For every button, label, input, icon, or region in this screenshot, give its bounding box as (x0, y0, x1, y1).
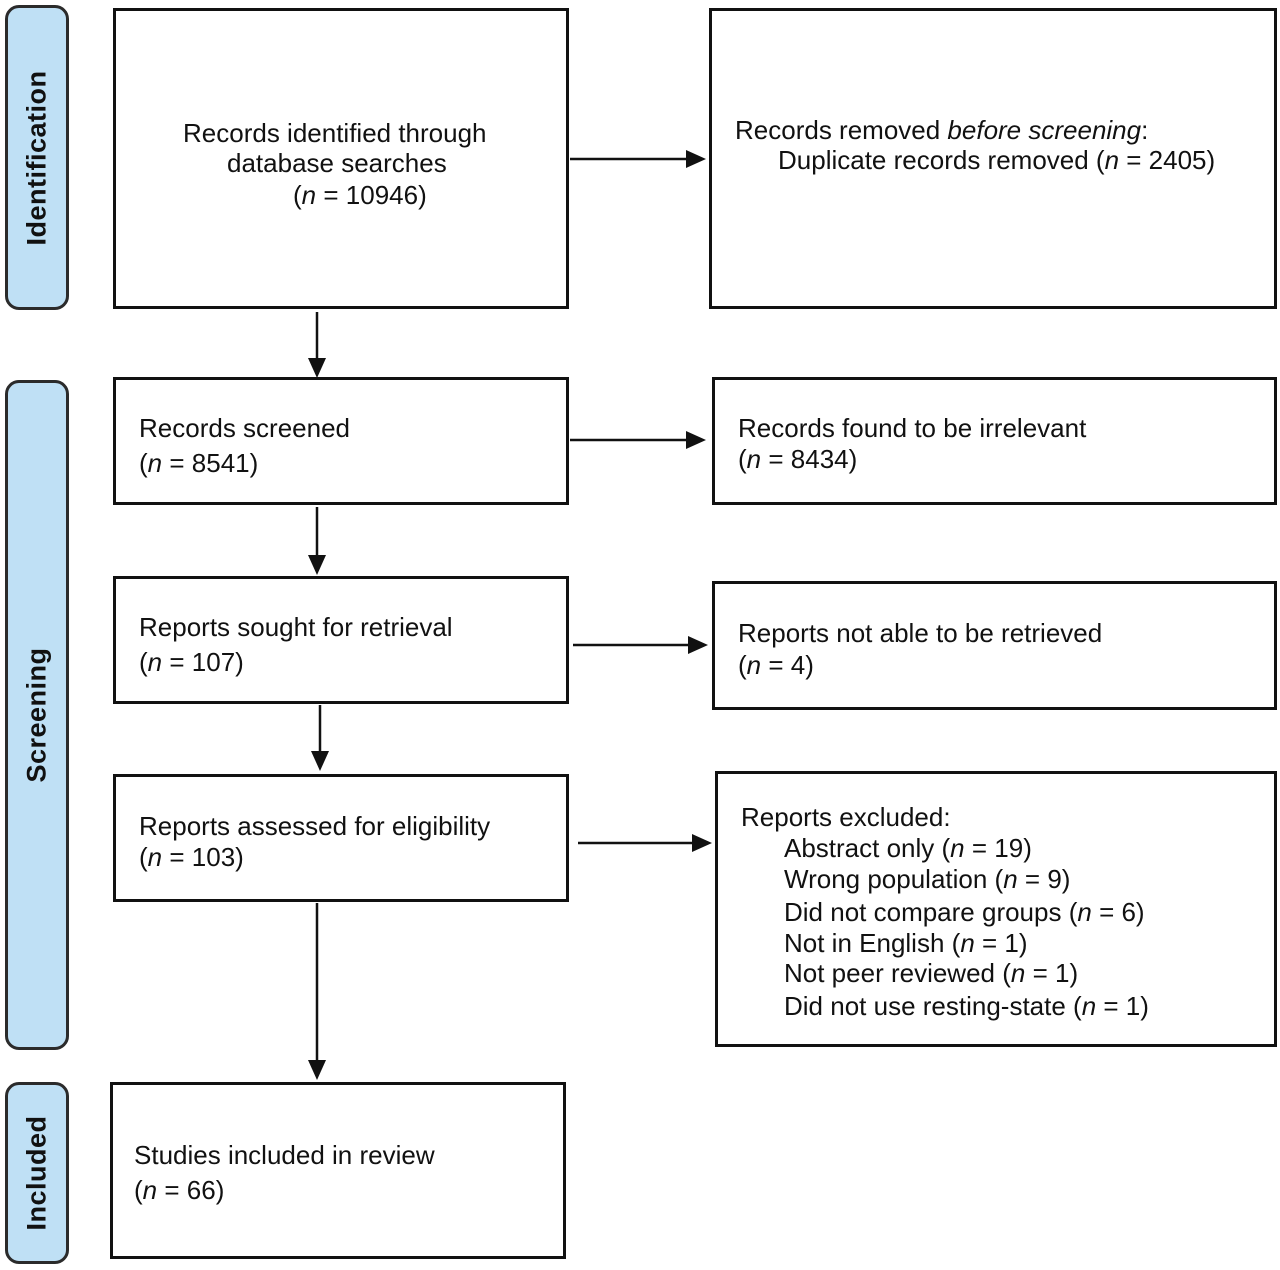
arrowhead (308, 358, 326, 378)
studies-included-count: (n = 66) (134, 1175, 225, 1205)
duplicates-removed-line: Duplicate records removed (n = 2405) (778, 145, 1216, 175)
phase-identification: Identification (5, 5, 69, 310)
reports-excluded-box: Reports excluded: Abstract only (n = 19)… (715, 771, 1277, 1047)
exclusion-reason: Wrong population (n = 9) (784, 864, 1071, 894)
reports-assessed-box: Reports assessed for eligibility (n = 10… (113, 774, 569, 902)
reports-sought-label: Reports sought for retrieval (139, 612, 453, 642)
studies-included-box: Studies included in review (n = 66) (110, 1082, 566, 1259)
arrowhead (692, 834, 712, 852)
records-identified-line2: database searches (227, 148, 447, 178)
arrowhead (308, 555, 326, 575)
phase-included: Included (5, 1082, 69, 1264)
reports-not-retrieved-count: (n = 4) (738, 650, 814, 680)
exclusion-reason: Not peer reviewed (n = 1) (784, 958, 1079, 988)
reports-excluded-title: Reports excluded: (741, 802, 951, 832)
studies-included-label: Studies included in review (134, 1140, 435, 1170)
records-removed-line1: Records removed before screening: (735, 115, 1149, 145)
records-irrelevant-label: Records found to be irrelevant (738, 413, 1087, 443)
arrowhead (686, 150, 706, 168)
records-removed-box: Records removed before screening: Duplic… (709, 8, 1277, 309)
reports-sought-box: Reports sought for retrieval (n = 107) (113, 576, 569, 704)
reports-not-retrieved-box: Reports not able to be retrieved (n = 4) (712, 581, 1277, 710)
exclusion-reason: Did not compare groups (n = 6) (784, 897, 1145, 927)
records-irrelevant-count: (n = 8434) (738, 444, 858, 474)
arrowhead (311, 751, 329, 771)
reports-assessed-label: Reports assessed for eligibility (139, 811, 491, 841)
records-identified-count: (n = 10946) (293, 180, 427, 210)
records-identified-box: Records identified through database sear… (113, 8, 569, 309)
reports-assessed-count: (n = 103) (139, 842, 244, 872)
arrowhead (308, 1060, 326, 1080)
phase-screening: Screening (5, 380, 69, 1050)
records-irrelevant-box: Records found to be irrelevant (n = 8434… (712, 377, 1277, 505)
records-screened-box: Records screened (n = 8541) (113, 377, 569, 505)
records-identified-line1: Records identified through (183, 118, 487, 148)
exclusion-reason: Not in English (n = 1) (784, 928, 1028, 958)
reports-sought-count: (n = 107) (139, 647, 244, 677)
exclusion-reason: Did not use resting-state (n = 1) (784, 991, 1149, 1021)
arrowhead (688, 636, 708, 654)
arrowhead (686, 431, 706, 449)
exclusion-reason: Abstract only (n = 19) (784, 833, 1032, 863)
records-screened-label: Records screened (139, 413, 350, 443)
reports-not-retrieved-label: Reports not able to be retrieved (738, 618, 1103, 648)
records-screened-count: (n = 8541) (139, 448, 259, 478)
